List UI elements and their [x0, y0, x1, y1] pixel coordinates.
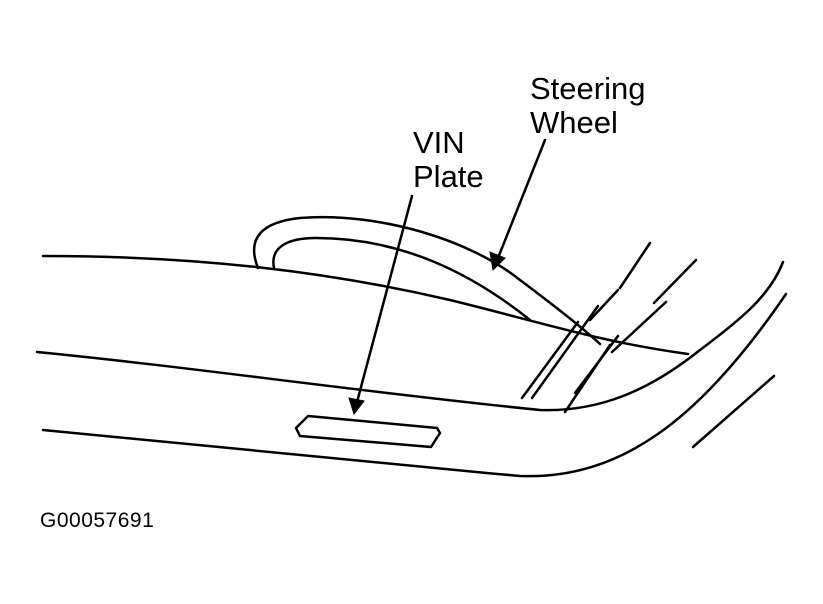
column-line-9	[691, 374, 776, 449]
vin-plate-outline	[294, 414, 442, 449]
column-line-4	[573, 334, 620, 395]
dash-upper-contour	[41, 254, 690, 356]
column-line-8	[652, 258, 698, 305]
column-line-1	[520, 320, 580, 400]
steering-wheel-label-line1: Steering	[530, 71, 646, 106]
steering-wheel-leader	[496, 138, 547, 260]
dash-middle-contour	[35, 260, 785, 412]
column-line-2	[530, 304, 600, 400]
vin-plate-arrowhead	[348, 397, 365, 416]
dash-lower-contour	[41, 292, 788, 478]
column-line-6	[618, 241, 652, 290]
steering-wheel-outer-rim	[252, 216, 602, 346]
steering-wheel-arrowhead	[489, 251, 506, 272]
vin-plate-label-line1: VIN	[413, 125, 465, 160]
steering-wheel-inner-rim	[272, 236, 532, 322]
figure-id: G00057691	[40, 509, 155, 532]
column-line-7	[610, 300, 668, 354]
steering-wheel-label-line2: Wheel	[530, 105, 618, 140]
column-line-5	[588, 288, 620, 322]
vin-plate-label-line2: Plate	[413, 159, 484, 194]
vin-plate-leader	[355, 194, 414, 404]
